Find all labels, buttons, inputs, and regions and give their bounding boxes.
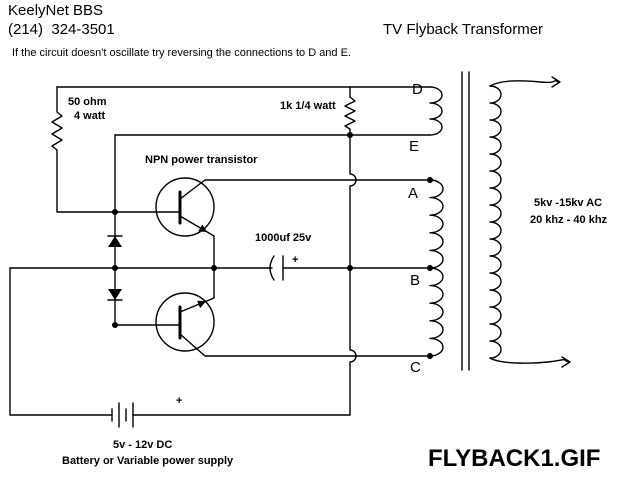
secondary-coil (489, 85, 502, 359)
supply-wire (9, 267, 113, 416)
diagram-title: TV Flyback Transformer (383, 21, 544, 38)
file-name: FLYBACK1.GIF (428, 445, 601, 472)
terminal-c: C (410, 359, 421, 376)
resistor-50-value: 50 ohm (68, 96, 107, 108)
resistor-50-ohm (51, 86, 181, 213)
hv-lead-top (489, 76, 561, 88)
terminal-d: D (412, 81, 423, 98)
transistor-lower (155, 292, 431, 357)
battery (111, 402, 134, 428)
terminal-b: B (410, 272, 421, 289)
capacitor-polarity: + (292, 254, 299, 266)
bbs-name: KeelyNet BBS (8, 2, 104, 19)
resistor-1k (344, 86, 356, 136)
output-frequency: 20 khz - 40 khz (530, 214, 608, 226)
battery-polarity: + (176, 395, 183, 407)
feedback-coil (429, 86, 443, 136)
resistor-1k-label: 1k 1/4 watt (280, 100, 336, 112)
hv-lead-bottom (489, 356, 571, 368)
resistor-50-power: 4 watt (74, 110, 106, 122)
oscillation-note: If the circuit doesn't oscillate try rev… (12, 47, 351, 59)
emitter-wire (179, 215, 215, 313)
return-rail (349, 134, 357, 416)
bbs-phone: (214) 324-3501 (8, 21, 115, 38)
capacitor-label: 1000uf 25v (255, 232, 312, 244)
junction-dots (112, 132, 433, 359)
diode-lower (107, 289, 123, 301)
output-voltage: 5kv -15kv AC (534, 197, 603, 209)
supply-rating: 5v - 12v DC (113, 439, 173, 451)
supply-description: Battery or Variable power supply (62, 455, 234, 467)
ferrite-core (461, 71, 470, 371)
transistor-upper (155, 177, 431, 237)
terminal-a: A (408, 185, 419, 202)
terminal-e: E (409, 138, 420, 155)
diode-upper (107, 235, 123, 247)
transistor-label: NPN power transistor (145, 154, 258, 166)
